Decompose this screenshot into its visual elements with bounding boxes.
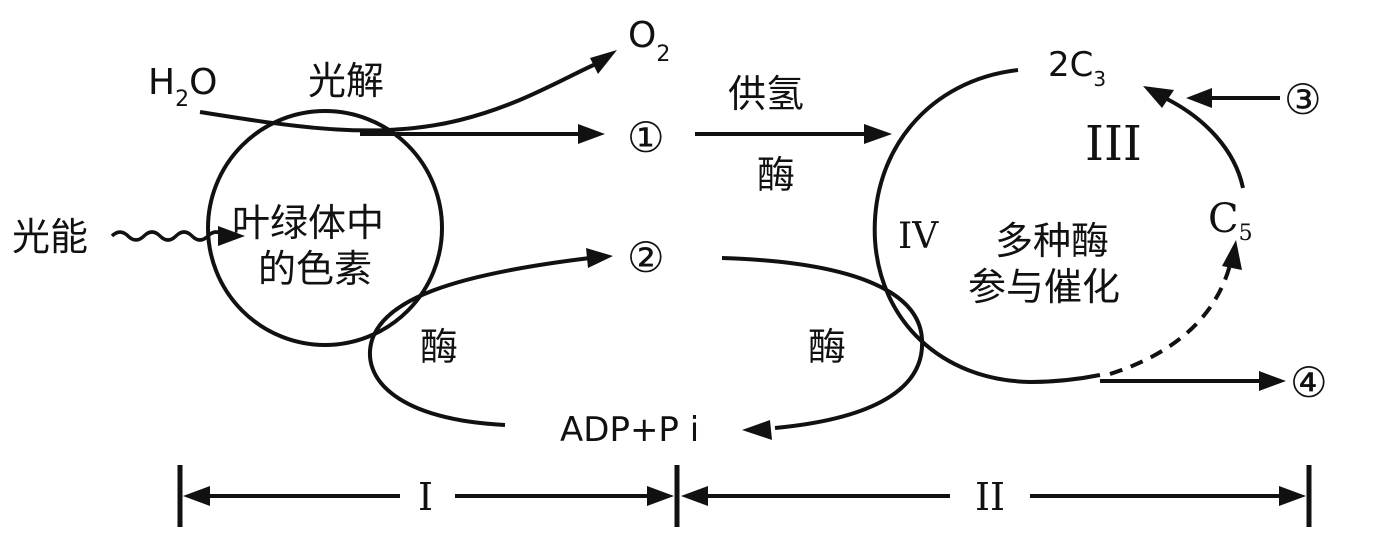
stage2-arrowhead-left	[681, 486, 708, 506]
stage1-label: I	[418, 475, 433, 519]
c5-arrowhead	[1222, 240, 1242, 270]
supply-hydrogen-arrowhead	[864, 124, 892, 144]
enzyme-left-label: 酶	[420, 325, 458, 369]
enzyme-right-label: 酶	[808, 325, 846, 369]
adp-arrowhead	[742, 420, 772, 440]
enzymes-label-line1: 多种酶	[995, 219, 1109, 263]
c3-arrowhead	[1143, 86, 1174, 108]
stage1-arrowhead-right	[647, 486, 674, 506]
pigment-label-line2: 的色素	[258, 247, 372, 291]
light-arrowhead	[218, 226, 245, 246]
water-label: H2O	[148, 62, 217, 112]
oxygen-label: O2	[628, 15, 670, 67]
stage2-arrowhead-right	[1279, 486, 1306, 506]
atp-loop-left	[368, 256, 591, 427]
enzyme-top-label: 酶	[757, 153, 795, 197]
pigment-label-line1: 叶绿体中	[232, 201, 384, 245]
c5-to-c3-arc	[1164, 96, 1245, 189]
product2-arrowhead	[586, 248, 613, 268]
input3-arrowhead	[1186, 88, 1212, 108]
hydrogen-supply-label: 供氢	[728, 72, 804, 116]
stage3-label: III	[1085, 116, 1142, 172]
input3-label: ③	[1284, 75, 1322, 124]
light-energy-label: 光能	[12, 215, 88, 259]
oxygen-arrowhead	[590, 50, 617, 74]
output4-arrowhead	[1259, 371, 1286, 391]
light-wave	[110, 230, 229, 242]
c5-regeneration-dashed	[1109, 264, 1232, 376]
pigment-circle	[206, 109, 444, 347]
photolysis-label: 光解	[308, 59, 384, 103]
stage1-arrowhead-left	[183, 486, 210, 506]
stage2-label: II	[975, 475, 1005, 519]
product1-label: ①	[627, 113, 665, 162]
product4-label: ④	[1290, 358, 1328, 407]
adp-label: ADP+P i	[560, 410, 699, 450]
calvin-cycle-arc	[872, 68, 1101, 385]
enzymes-label-line2: 参与催化	[968, 265, 1120, 309]
product1-arrowhead	[578, 124, 605, 144]
stage4-label: IV	[898, 216, 939, 257]
carbon3-label: 2C3	[1048, 45, 1106, 91]
water-to-oxygen-curve	[199, 60, 601, 133]
carbon5-label: C5	[1208, 196, 1253, 246]
product2-label: ②	[627, 233, 665, 282]
